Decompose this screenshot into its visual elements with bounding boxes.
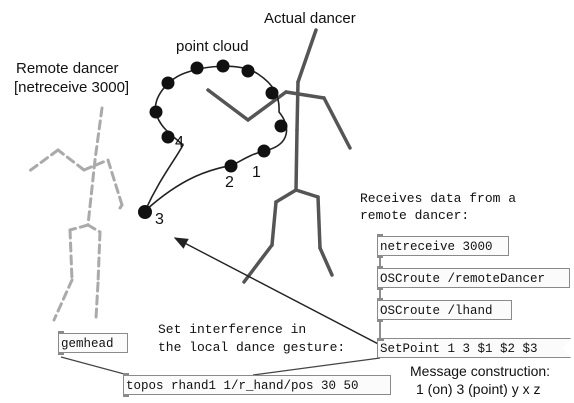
topos-object[interactable]: topos rhand1 1/r_hand/pos 30 50: [123, 373, 391, 397]
cloud-point: [138, 205, 152, 219]
message-construction-detail: 1 (on) 3 (point) y x z: [416, 381, 541, 397]
point-label-1: 1: [252, 164, 261, 181]
actual-dancer-label: Actual dancer: [264, 10, 356, 27]
cloud-point: [274, 119, 288, 133]
cloud-point: [216, 59, 230, 73]
remote-dancer-figure: [26, 106, 124, 322]
remote-dancer-label: Remote dancer: [16, 60, 119, 77]
interference-comment-line2: the local dance gesture:: [158, 340, 346, 355]
point-cloud-label: point cloud: [176, 38, 249, 55]
receives-comment-line2: remote dancer:: [360, 208, 470, 223]
cloud-point: [224, 159, 238, 173]
point-label-4: 4: [175, 134, 184, 151]
point-label-2: 2: [225, 174, 234, 191]
cloud-point: [257, 144, 271, 158]
remote-dancer-sublabel: [netreceive 3000]: [14, 79, 130, 96]
point-cloud-points: [138, 59, 288, 219]
receives-comment-line1: Receives data from a: [360, 191, 517, 206]
cloud-point: [190, 61, 204, 75]
gemhead-object[interactable]: gemhead: [58, 331, 128, 355]
netreceive-object[interactable]: netreceive 3000: [377, 234, 509, 258]
cloud-point: [241, 64, 255, 78]
oscroute-lhand-object[interactable]: OSCroute /lhand: [377, 298, 512, 322]
cloud-point: [161, 130, 175, 144]
cloud-point: [161, 76, 175, 90]
interference-comment-line1: Set interference in: [158, 322, 307, 337]
oscroute-remotedancer-object[interactable]: OSCroute /remoteDancer: [377, 266, 570, 290]
setpoint-message[interactable]: SetPoint 1 3 $1 $2 $3: [377, 338, 571, 358]
cloud-point: [265, 86, 279, 100]
cloud-point: [149, 105, 163, 119]
point-label-3: 3: [155, 211, 164, 228]
interference-arrow: [173, 237, 385, 348]
message-construction-label: Message construction:: [410, 363, 551, 379]
actual-dancer-figure: [206, 28, 352, 284]
